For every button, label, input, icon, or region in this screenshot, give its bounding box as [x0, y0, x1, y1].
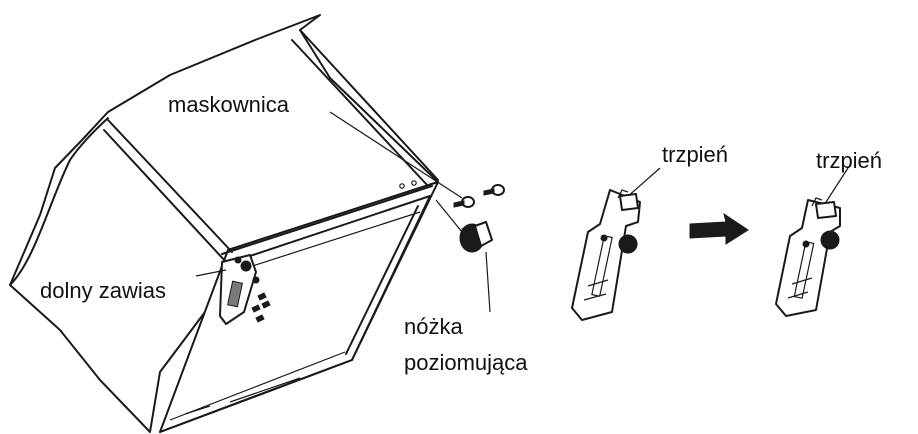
- cover-screw-icon: [453, 184, 505, 208]
- leveling-foot-icon: [435, 199, 493, 253]
- lower-hinge-mounted: [219, 254, 260, 325]
- leader-lines: [195, 111, 849, 313]
- appliance-body: [9, 14, 439, 433]
- screw-icon: [251, 292, 271, 323]
- hinge-bracket-after-icon: [775, 197, 841, 317]
- label-leveling-foot-line1: nóżka: [404, 314, 463, 339]
- arrow-right-icon: [689, 212, 749, 245]
- label-lower-hinge: dolny zawias: [40, 278, 166, 303]
- label-pin-left: trzpień: [662, 142, 728, 167]
- label-leveling-foot-line2: poziomująca: [404, 350, 528, 375]
- label-cover: maskownica: [168, 92, 290, 117]
- hinge-bracket-icon: [571, 189, 641, 321]
- label-pin-right: trzpień: [816, 148, 882, 173]
